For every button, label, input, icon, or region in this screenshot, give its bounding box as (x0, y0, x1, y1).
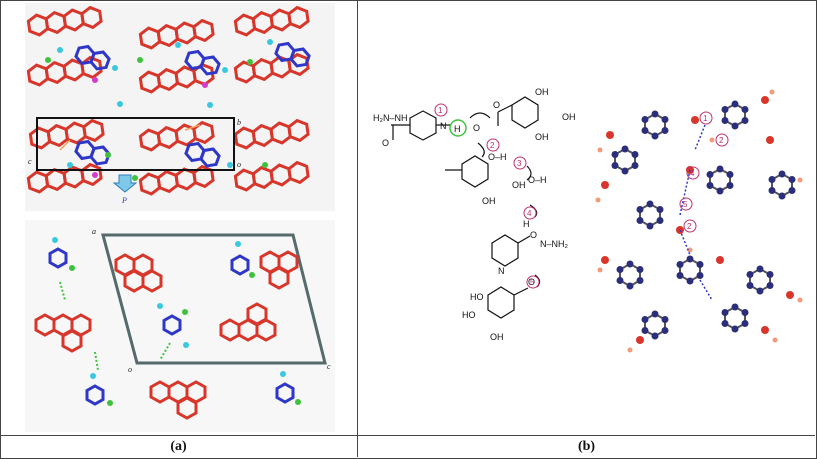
chain-step-2: 2 (719, 136, 724, 145)
caption-b: (b) (577, 439, 596, 454)
label-oh-3: OH (535, 132, 549, 142)
panel-divider (357, 0, 358, 457)
label-h2n-nh: H₂N–NH (373, 113, 408, 123)
unit-cell-box (36, 117, 235, 171)
highlight-circle (449, 119, 467, 137)
label-n-nh2: N–NH₂ (540, 239, 569, 249)
axis-label-o: o (237, 160, 241, 169)
axis-label-c: c (28, 157, 32, 166)
unit-cell-parallelogram (101, 233, 327, 365)
label-o-4: O (530, 230, 537, 240)
chain-step-4: 4 (690, 169, 695, 178)
label-oh-4: OH (512, 180, 526, 190)
step-2: 2 (490, 141, 495, 150)
label-o-h-2: O–H (528, 175, 547, 185)
label-ho-2: HO (462, 310, 476, 320)
label-oh-6: OH (490, 332, 504, 342)
chain-step-1: 1 (703, 114, 708, 123)
step-5: 5 (530, 278, 535, 287)
chain-step-2b: 2 (687, 222, 692, 231)
step-3: 3 (517, 159, 522, 168)
crystal-packing-view-top (25, 3, 335, 211)
reaction-scheme (391, 96, 541, 319)
axis-label-c-bottom: c (327, 362, 331, 371)
axis-label-p: P (121, 196, 127, 205)
top-packing-molecules (28, 6, 313, 195)
step-markers (434, 103, 540, 289)
label-n-pyridinium: N (440, 121, 447, 131)
label-n-ring: N (498, 266, 505, 276)
label-oh-2: OH (562, 112, 576, 122)
step-4: 4 (527, 209, 532, 218)
hydrogen-bond-chain (595, 89, 803, 353)
step-1: 1 (438, 106, 443, 115)
label-o-1: O (382, 138, 389, 148)
caption-a: (a) (170, 439, 187, 454)
caption-divider (0, 435, 815, 436)
label-oh-1: OH (535, 87, 549, 97)
axis-label-a: a (92, 227, 96, 236)
label-h-2: H (523, 219, 530, 229)
label-oh-5: OH (482, 196, 496, 206)
down-arrow-icon (112, 174, 138, 193)
axis-label-origin: o (128, 365, 132, 374)
axis-label-b: b (237, 118, 241, 127)
chain-step-5: 5 (683, 200, 688, 209)
label-ho-1: HO (470, 292, 484, 302)
label-o-5: O (528, 277, 535, 287)
label-o-3: O (493, 100, 500, 110)
label-h-1: H (454, 124, 461, 134)
label-o-2: O (473, 123, 480, 133)
label-o-h-1: O–H (488, 152, 507, 162)
bottom-packing-molecules (34, 233, 327, 420)
chain-step-markers (679, 111, 729, 233)
